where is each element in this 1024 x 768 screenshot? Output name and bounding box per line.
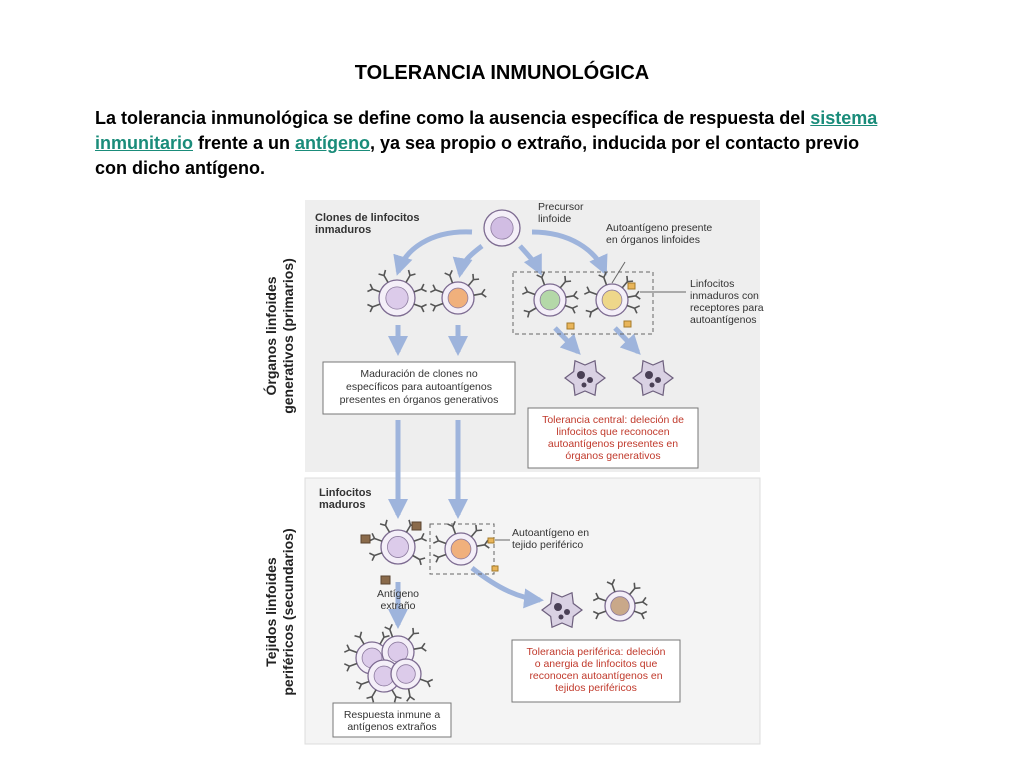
arrow-to-clone-1 (393, 229, 473, 276)
svg-text:Tejidos linfoides: Tejidos linfoides (263, 557, 279, 667)
svg-text:o anergia de linfocitos que: o anergia de linfocitos que (535, 658, 658, 670)
svg-text:Respuesta inmune a: Respuesta inmune a (344, 709, 440, 721)
intro-text-part: , ya sea propio o extraño, inducida por … (95, 133, 860, 178)
svg-text:Tolerancia periférica: deleció: Tolerancia periférica: deleción (527, 646, 666, 658)
arrow-to-clone-2 (452, 244, 484, 278)
svg-text:reconocen autoantígenos en: reconocen autoantígenos en (529, 670, 662, 682)
svg-text:antígenos extraños: antígenos extraños (347, 721, 436, 733)
svg-text:en órganos linfoides: en órganos linfoides (606, 234, 700, 246)
arrow-to-clone-3 (518, 244, 543, 276)
autoantigen-marker (627, 282, 636, 290)
link-sistema-inmunitario[interactable]: sistema inmunitario (95, 108, 878, 153)
svg-text:extraño: extraño (380, 600, 415, 612)
svg-text:Antígeno: Antígeno (377, 588, 419, 600)
svg-text:Tolerancia central: deleción d: Tolerancia central: deleción de (542, 414, 684, 426)
autoantigen-marker (487, 537, 495, 544)
intro-paragraph: La tolerancia inmunológica se define com… (95, 106, 895, 181)
anergic-lymphocyte (592, 578, 648, 622)
precursor-cell (483, 209, 521, 247)
svg-text:linfoide: linfoide (538, 213, 571, 225)
svg-text:Autoantígeno presente: Autoantígeno presente (606, 222, 712, 234)
autoantigen-marker (491, 565, 499, 572)
svg-text:linfocitos que reconocen: linfocitos que reconocen (556, 426, 669, 438)
svg-text:inmaduros: inmaduros (315, 224, 371, 236)
deleted-lymphocyte-1 (563, 359, 607, 397)
arrow-to-clone-4 (531, 229, 608, 276)
autoreactive-clones-box (512, 271, 654, 335)
svg-text:periféricos (secundarios): periféricos (secundarios) (280, 528, 296, 695)
autoantigen-marker (566, 322, 575, 330)
link-antigeno[interactable]: antígeno (295, 133, 371, 153)
mature-lymphocyte-2 (432, 520, 490, 566)
svg-text:inmaduros con: inmaduros con (690, 290, 759, 302)
svg-text:Linfocitos: Linfocitos (690, 278, 734, 290)
autoantigen-marker (623, 320, 632, 328)
effector-lymphocyte-4 (390, 658, 434, 702)
arrow-to-deletion-2 (613, 326, 641, 355)
svg-text:Clones de linfocitos: Clones de linfocitos (315, 212, 420, 224)
label-line (611, 261, 626, 284)
foreign-antigen-marker (380, 575, 391, 585)
svg-text:maduros: maduros (319, 499, 365, 511)
svg-text:Precursor: Precursor (538, 201, 584, 213)
svg-text:presentes en órganos generativ: presentes en órganos generativos (340, 394, 499, 406)
svg-text:órganos generativos: órganos generativos (565, 450, 660, 462)
svg-text:receptores para: receptores para (690, 302, 764, 314)
svg-text:Órganos linfoides: Órganos linfoides (262, 276, 279, 395)
slide-title: TOLERANCIA INMUNOLÓGICA (354, 62, 650, 84)
effector-lymphocyte-3 (355, 659, 402, 703)
immature-clone-3 (521, 271, 579, 318)
svg-text:Maduración de clones no: Maduración de clones no (360, 368, 477, 380)
foreign-antigen-marker (411, 521, 422, 531)
peripheral-autoantigen-box (429, 523, 495, 575)
svg-text:autoantígenos: autoantígenos (690, 314, 757, 326)
deleted-lymphocyte-2 (631, 359, 675, 397)
central-tolerance-box: Tolerancia central: deleción delinfocito… (527, 407, 699, 469)
svg-text:específicos para autoantígenos: específicos para autoantígenos (346, 381, 492, 393)
peripheral-deleted-lymphocyte (540, 591, 584, 629)
immature-clone-2 (429, 269, 487, 315)
immature-clone-1 (367, 269, 427, 317)
arrow-to-deletion-1 (553, 326, 581, 355)
svg-text:Autoantígeno en: Autoantígeno en (512, 527, 589, 539)
svg-text:Linfocitos: Linfocitos (319, 487, 372, 499)
intro-text-part: La tolerancia inmunológica se define com… (95, 108, 811, 128)
svg-text:tejido periférico: tejido periférico (512, 539, 583, 551)
svg-text:generativos (primarios): generativos (primarios) (280, 258, 296, 414)
svg-text:autoantígenos presentes en: autoantígenos presentes en (548, 438, 678, 450)
foreign-antigen-marker (360, 534, 371, 544)
immature-clone-4 (583, 271, 641, 318)
svg-text:tejidos periféricos: tejidos periféricos (555, 682, 637, 694)
intro-text-part: frente a un (193, 133, 296, 153)
